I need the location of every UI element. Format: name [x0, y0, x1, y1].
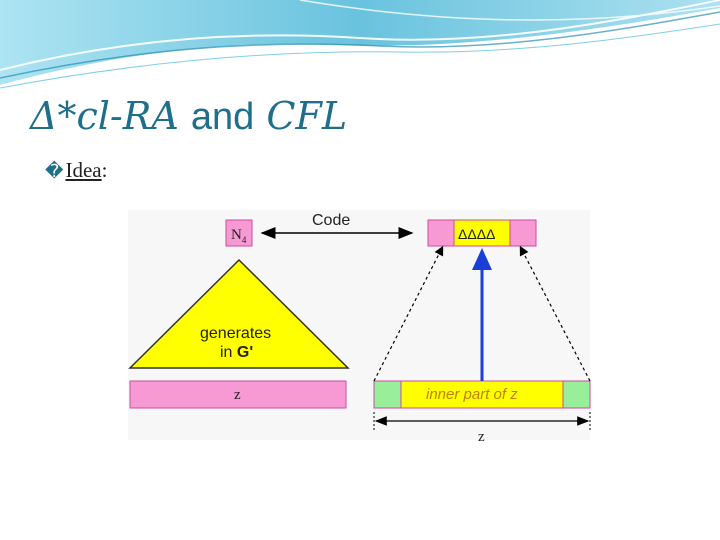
- code-label: Code: [312, 212, 350, 229]
- triangle-line1: generates: [200, 325, 271, 342]
- triangle-line2: in G': [220, 344, 253, 361]
- bottom-z-label: z: [478, 429, 485, 445]
- left-bar-label: z: [234, 387, 241, 403]
- inner-bar-label: inner part of z: [426, 386, 518, 403]
- delta-label: ΔΔΔΔ: [458, 226, 495, 242]
- delta-box-left-cap: [428, 220, 454, 246]
- right-bar-right-green: [563, 381, 590, 408]
- delta-box-right-cap: [510, 220, 536, 246]
- right-bar-left-green: [374, 381, 401, 408]
